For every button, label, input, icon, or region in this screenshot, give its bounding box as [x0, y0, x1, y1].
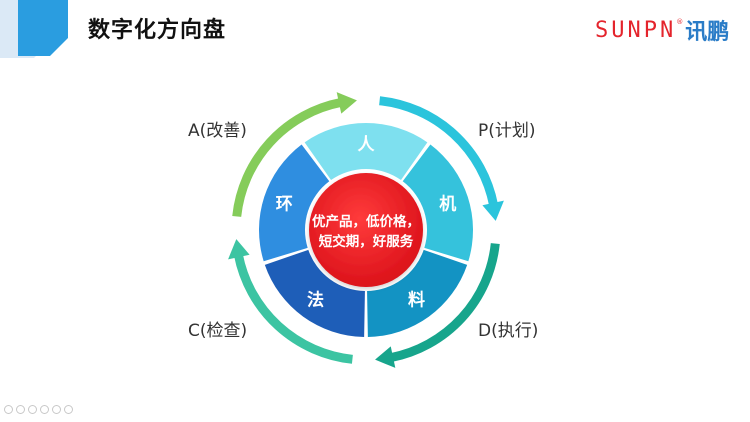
cycle-arc — [233, 253, 353, 364]
zoom-icon[interactable] — [52, 405, 61, 414]
cycle-arrowhead — [336, 92, 357, 114]
wheel-segment-label: 机 — [439, 193, 456, 214]
center-text-line1: 优产品，低价格， — [312, 213, 420, 230]
wheel-segment — [264, 249, 365, 337]
wheel-segments: 人机料 法 环 — [259, 123, 473, 337]
center-circle — [309, 173, 423, 287]
wheel-segment-label: 料 — [408, 290, 425, 311]
logo-chinese: 讯鹏 — [685, 20, 730, 45]
logo-latin: SUNPN — [595, 17, 677, 43]
more-icon[interactable] — [64, 405, 73, 414]
brand-logo: SUNPN ® 讯鹏 — [595, 14, 729, 46]
wheel-segment-label: 法 — [307, 290, 324, 311]
prev-slide-icon[interactable] — [4, 405, 13, 414]
cycle-label-check: C(检查) — [188, 321, 247, 341]
wheel-segment — [304, 123, 428, 181]
corner-accent — [0, 0, 68, 58]
cycle-arrowhead — [228, 239, 250, 260]
registered-mark: ® — [676, 18, 684, 26]
wheel-segment — [402, 144, 473, 262]
menu-icon[interactable] — [40, 405, 49, 414]
pen-icon[interactable] — [28, 405, 37, 414]
cycle-arrowhead — [482, 200, 504, 221]
wheel-segment — [367, 249, 468, 337]
cycle-arc — [379, 96, 499, 207]
cycle-label-do: D(执行) — [478, 321, 538, 341]
wheel-segment-label: 人 — [358, 135, 376, 155]
wheel-segment — [259, 144, 330, 262]
center-text-line2: 短交期，好服务 — [319, 233, 414, 250]
cycle-arrowhead — [375, 346, 396, 368]
cycle-label-plan: P(计划) — [478, 121, 536, 141]
page-title: 数字化方向盘 — [88, 18, 227, 43]
cycle-arc — [389, 243, 500, 363]
next-slide-icon[interactable] — [16, 405, 25, 414]
cycle-label-act: A(改善) — [188, 121, 247, 141]
slide-controls[interactable] — [4, 405, 73, 414]
cycle-arc — [232, 97, 343, 217]
pdca-cycle-arcs — [228, 92, 504, 368]
wheel-segment-label: 环 — [276, 194, 293, 214]
